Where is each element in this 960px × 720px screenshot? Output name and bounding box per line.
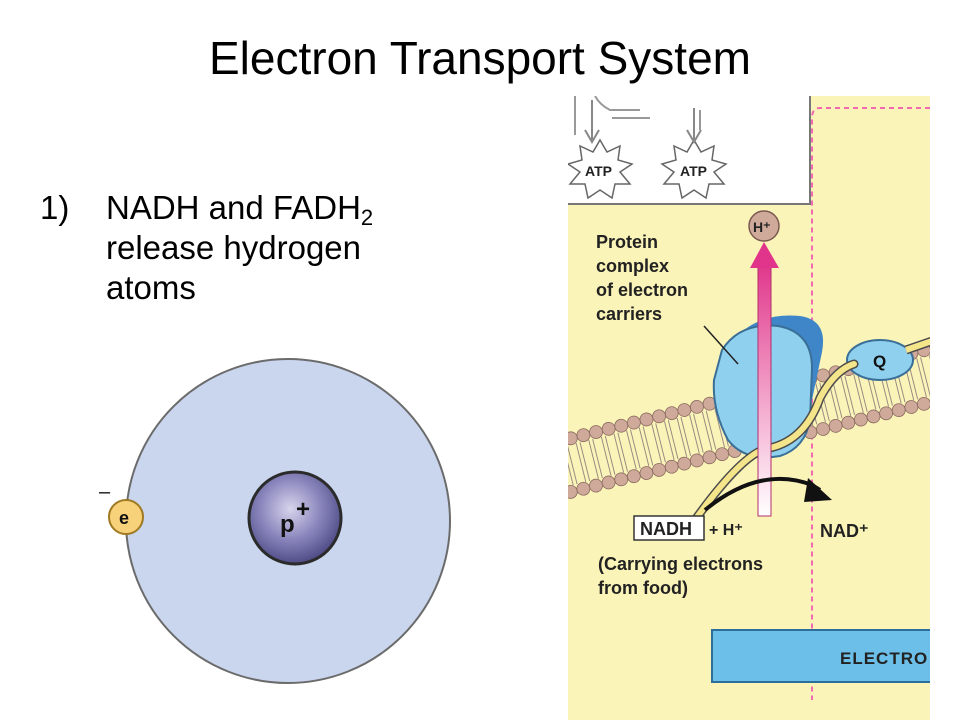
- bullet-number: 1): [40, 189, 70, 226]
- bullet-line-1-text: NADH and FADH: [106, 189, 361, 226]
- bullet-line-3: atoms: [106, 269, 196, 306]
- plus-h-label: + H⁺: [709, 522, 743, 539]
- protein-label-line-2: complex: [596, 256, 669, 276]
- lipid-head: [941, 336, 957, 352]
- lipid-head: [941, 390, 957, 406]
- lipid-head: [929, 340, 930, 355]
- lipid-head: [954, 333, 960, 349]
- bullet-line-2: release hydrogen: [106, 229, 362, 266]
- protein-label-line-3: of electron: [596, 280, 688, 300]
- nadh-label: NADH: [640, 519, 692, 539]
- lipid-head: [550, 487, 566, 503]
- electron-bar: [711, 629, 930, 683]
- slide-title: Electron Transport System: [209, 32, 751, 84]
- electron-label: e: [119, 508, 129, 528]
- nad-label: NAD⁺: [820, 521, 869, 541]
- proton-circle: [748, 210, 780, 242]
- lipid-head: [917, 396, 930, 411]
- lipid-head: [538, 437, 554, 453]
- electron-path-inner: [692, 361, 857, 523]
- electron-bar-label: ELECTRO: [840, 649, 928, 668]
- lipid-head: [929, 393, 930, 408]
- protein-label-line-4: carriers: [596, 304, 662, 324]
- lipid-head: [550, 434, 566, 450]
- electron: [108, 499, 144, 535]
- bullet-line-1: NADH and FADH2: [106, 188, 506, 230]
- quinone-label: Q: [873, 352, 886, 371]
- atom-nucleus: [247, 470, 343, 566]
- protein-leader-line: [703, 325, 739, 365]
- proton-circle-label: H⁺: [753, 219, 771, 235]
- nadh-box: [633, 515, 705, 541]
- protein-label-line-1: Protein: [596, 232, 658, 252]
- electron-path-2-inner: [905, 338, 930, 353]
- atp-starburst-right: ATP: [660, 108, 728, 200]
- etc-figure: ATP ATP Q H⁺ Protein: [538, 96, 960, 720]
- nadh-arrow-head: [804, 478, 832, 502]
- carrying-label-line-1: (Carrying electrons: [598, 554, 763, 574]
- lipid-head: [954, 387, 960, 403]
- carrying-label-line-2: from food): [598, 578, 688, 598]
- proton-label: p: [280, 511, 295, 538]
- electron-charge: –: [99, 481, 111, 503]
- bullet-text: NADH and FADH2 release hydrogen atoms: [106, 188, 506, 308]
- hydrogen-atom: p + e –: [99, 358, 451, 684]
- bullet-subscript: 2: [360, 205, 374, 230]
- etc-dashed-border: [811, 107, 930, 700]
- quinone: [846, 339, 914, 381]
- atp-label-right: ATP: [680, 163, 707, 179]
- etc-top-lines: [574, 96, 701, 135]
- atp-starburst-left: ATP: [568, 100, 634, 200]
- proton-arrow-head: [750, 242, 779, 268]
- atp-label-left: ATP: [585, 163, 612, 179]
- proton-charge: +: [296, 496, 310, 523]
